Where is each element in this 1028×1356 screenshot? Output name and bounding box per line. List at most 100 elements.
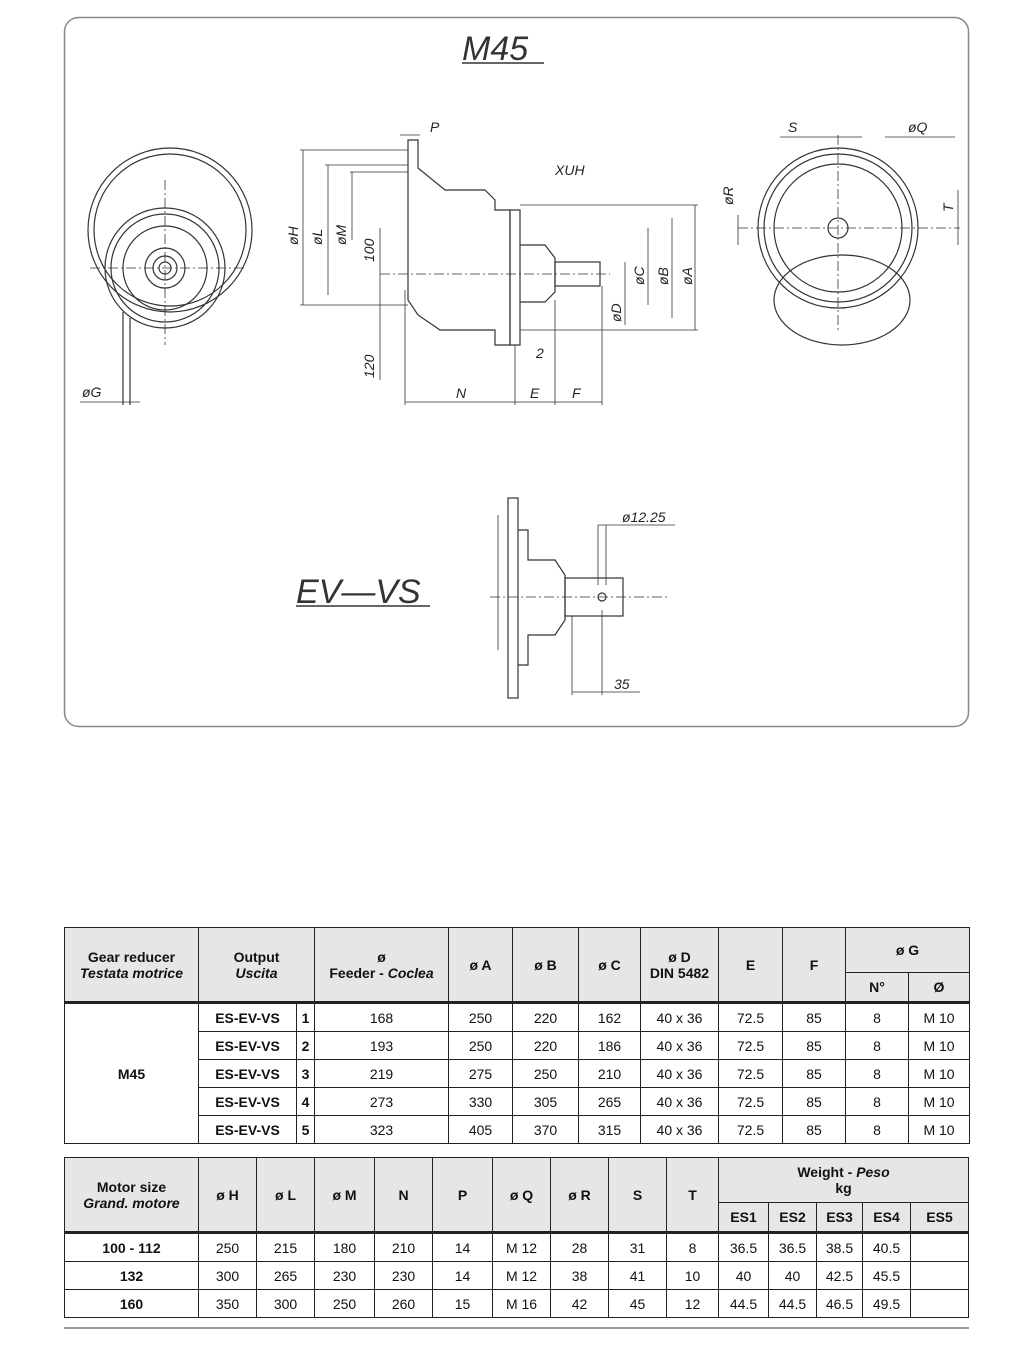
header-gear-reducer-text: Testata motrice — [80, 964, 183, 981]
cell-text: 8 — [873, 1065, 881, 1082]
cell-text: 85 — [806, 1121, 822, 1138]
table-cell: 405 — [448, 1115, 513, 1144]
dim-Q: øQ — [908, 119, 928, 135]
header-A-text: ø A — [469, 956, 492, 973]
dim-D: øD — [608, 303, 624, 322]
table-cell: 10 — [666, 1261, 719, 1290]
header-feeder-text: Feeder - — [329, 964, 388, 981]
cell-text: M 12 — [505, 1239, 538, 1256]
header-motor-size-text: Grand. motore — [83, 1194, 180, 1211]
header-E-text: E — [745, 956, 756, 973]
header-col-text: ø M — [332, 1186, 357, 1203]
table-cell: 186 — [578, 1031, 641, 1060]
cell-text: ES-EV-VS — [215, 1093, 280, 1110]
table-cell: 219 — [314, 1059, 449, 1088]
header-output-text: Uscita — [235, 964, 278, 981]
cell-text: 220 — [533, 1009, 558, 1026]
cell-text: 305 — [533, 1093, 558, 1110]
header-col: P — [432, 1157, 493, 1233]
header-col-text: ø Q — [509, 1186, 534, 1203]
header-col-text: N — [398, 1186, 409, 1203]
header-col: ø Q — [492, 1157, 551, 1233]
cell-text: 275 — [468, 1065, 493, 1082]
cell-text: 250 — [533, 1065, 558, 1082]
table-cell: 162 — [578, 1001, 641, 1032]
table-cell: 1 — [296, 1001, 315, 1032]
table-cell: 323 — [314, 1115, 449, 1144]
header-col: ø R — [550, 1157, 609, 1233]
table-cell: ES-EV-VS — [198, 1087, 297, 1116]
cell-text: 273 — [369, 1093, 394, 1110]
header-es: ES3 — [816, 1202, 863, 1233]
table-cell: 72.5 — [718, 1001, 783, 1032]
header-A: ø A — [448, 927, 513, 1003]
table-cell: 45 — [608, 1289, 667, 1318]
cell-text: 350 — [215, 1295, 240, 1312]
table-cell: 230 — [314, 1261, 375, 1290]
cell-text: 10 — [684, 1267, 701, 1284]
header-col-text: ø R — [568, 1186, 591, 1203]
drawing-title: M45 — [462, 30, 528, 68]
table-cell: 275 — [448, 1059, 513, 1088]
header-feeder-text: Coclea — [387, 964, 434, 981]
cell-text: 12 — [684, 1295, 701, 1312]
table-cell: 40 x 36 — [640, 1001, 719, 1032]
table-cell: M 10 — [908, 1059, 970, 1088]
dim-B: øB — [655, 267, 671, 285]
cell-text: 230 — [332, 1267, 357, 1284]
table-cell: 15 — [432, 1289, 493, 1318]
table-cell — [910, 1231, 969, 1262]
table-cell: 300 — [256, 1289, 315, 1318]
header-G-number: N° — [845, 972, 909, 1003]
cell-text: M 10 — [923, 1121, 955, 1138]
table-cell: M 12 — [492, 1231, 551, 1262]
group-M45: M45 — [64, 1001, 199, 1144]
front-view-right — [737, 135, 960, 346]
cell-text: 323 — [369, 1121, 394, 1138]
cell-text: 315 — [597, 1121, 622, 1138]
table-cell: 72.5 — [718, 1115, 783, 1144]
table-cell: 350 — [198, 1289, 257, 1318]
header-col: ø H — [198, 1157, 257, 1233]
cell-text: 8 — [873, 1121, 881, 1138]
table-cell: ES-EV-VS — [198, 1031, 297, 1060]
cell-text: 14 — [454, 1267, 471, 1284]
table-cell: 46.5 — [816, 1289, 863, 1318]
header-es-text: ES2 — [779, 1209, 806, 1225]
front-view-left — [80, 147, 253, 405]
table-cell: 2 — [296, 1031, 315, 1060]
dim-A: øA — [679, 267, 695, 285]
table-cell: 14 — [432, 1261, 493, 1290]
header-B-text: ø B — [534, 956, 557, 973]
drawing-frame — [63, 16, 970, 728]
table-cell: 8 — [845, 1115, 909, 1144]
cell-text: 220 — [533, 1037, 558, 1054]
table-cell: M 10 — [908, 1031, 970, 1060]
header-col: N — [374, 1157, 433, 1233]
table-cell: 85 — [782, 1059, 846, 1088]
cell-text: 40 x 36 — [656, 1009, 703, 1026]
cell-text: 8 — [873, 1093, 881, 1110]
divider — [64, 1327, 969, 1329]
table-cell: M 12 — [492, 1261, 551, 1290]
cell-text: 370 — [533, 1121, 558, 1138]
table-cell: 40 — [718, 1261, 769, 1290]
cell-text: 40 x 36 — [656, 1037, 703, 1054]
cell-text: 45.5 — [872, 1267, 901, 1284]
header-G-diameter-text: Ø — [933, 979, 945, 995]
header-es-text: ES1 — [730, 1209, 757, 1225]
header-es-text: ES4 — [873, 1209, 900, 1225]
cell-text: 85 — [806, 1093, 822, 1110]
header-motor-size-text: Motor size — [96, 1178, 167, 1195]
table-cell: 42 — [550, 1289, 609, 1318]
header-C-text: ø C — [598, 956, 621, 973]
header-col-text: S — [632, 1186, 643, 1203]
dim-XUH: XUH — [554, 162, 585, 178]
table-cell: 100 - 112 — [64, 1231, 199, 1262]
dim-120: 120 — [361, 354, 377, 378]
dim-P: P — [430, 119, 440, 135]
cell-text: 44.5 — [778, 1295, 807, 1312]
cell-text: 250 — [468, 1037, 493, 1054]
